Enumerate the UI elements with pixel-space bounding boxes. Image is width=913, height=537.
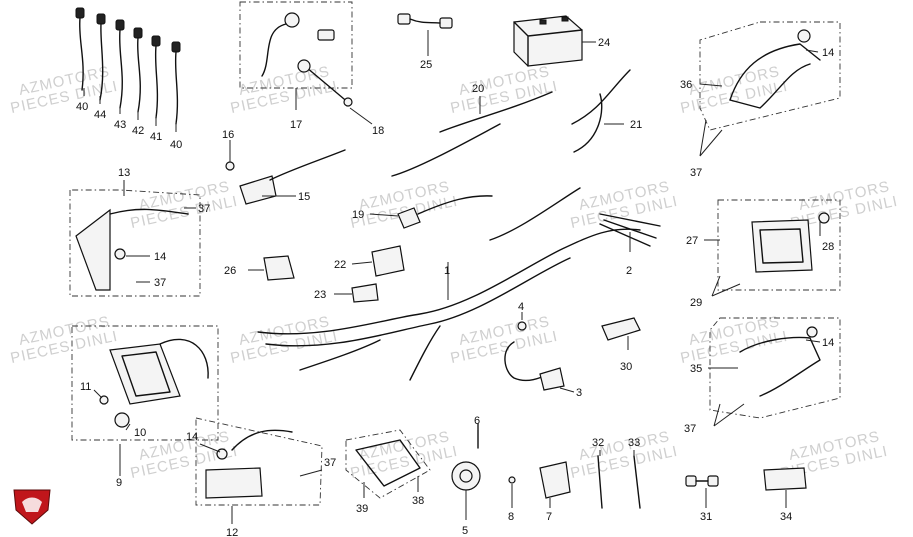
callout-label: 14 — [186, 431, 198, 443]
callout-label: 17 — [290, 119, 302, 131]
callout-label: 9 — [116, 477, 122, 489]
callout-label: 41 — [150, 131, 162, 143]
callout-label: 37 — [684, 423, 696, 435]
short-cable-part — [397, 13, 453, 29]
callout-label: 37 — [324, 457, 336, 469]
callout-label: 31 — [700, 511, 712, 523]
callout-label: 11 — [80, 381, 91, 393]
callout-label: 23 — [314, 289, 326, 301]
callout-label: 37 — [198, 203, 210, 215]
group-box-13 — [69, 189, 201, 297]
callout-label: 7 — [546, 511, 552, 523]
headlight-housing-part — [75, 208, 189, 291]
callout-label: 37 — [154, 277, 166, 289]
callout-numbers: 40 44 43 42 41 40 17 18 25 24 20 21 36 1… — [76, 37, 834, 537]
callout-label: 32 — [592, 437, 604, 449]
callout-label: 42 — [132, 125, 144, 137]
fuse-31-part — [685, 475, 719, 487]
cable-tie-33-part — [633, 455, 641, 509]
tail-lamp-part — [751, 212, 830, 273]
callout-label: 36 — [680, 79, 692, 91]
horn-part — [451, 423, 481, 491]
callout-label: 40 — [76, 101, 88, 113]
main-harness-part — [257, 187, 661, 381]
sensor-part — [504, 321, 565, 391]
group-box-38 — [345, 429, 431, 499]
callout-label: 25 — [420, 59, 432, 71]
callout-label: 2 — [626, 265, 632, 277]
group-box-9 — [71, 325, 219, 441]
callout-label: 34 — [780, 511, 792, 523]
callout-label: 22 — [334, 259, 346, 271]
parts-layer — [75, 7, 830, 509]
callout-label: 15 — [298, 191, 310, 203]
block-23-part — [351, 283, 379, 303]
leader-lines — [83, 30, 821, 524]
callout-label: 26 — [224, 265, 236, 277]
callout-label: 8 — [508, 511, 514, 523]
callout-label: 19 — [352, 209, 364, 221]
callout-label: 38 — [412, 495, 424, 507]
callout-label: 37 — [690, 167, 702, 179]
cable-tie-32-part — [597, 455, 603, 509]
callout-label: 33 — [628, 437, 640, 449]
switch-19-part — [397, 195, 493, 229]
callout-label: 16 — [222, 129, 234, 141]
bracket-38-part — [355, 439, 421, 487]
connector-pigtails — [75, 7, 181, 125]
callout-label: 27 — [686, 235, 698, 247]
callout-label: 20 — [472, 83, 484, 95]
callout-label: 10 — [134, 427, 146, 439]
callout-label: 21 — [630, 119, 642, 131]
group-box-27 — [717, 199, 841, 291]
callout-label: 12 — [226, 527, 238, 537]
callout-label: 14 — [822, 47, 834, 59]
callout-label: 30 — [620, 361, 632, 373]
cable-21-part — [571, 69, 631, 153]
clip-30-part — [601, 317, 641, 341]
callout-label: 43 — [114, 119, 126, 131]
grouping-boxes — [69, 1, 841, 506]
bracket-35-part — [739, 326, 821, 397]
azmotors-logo — [13, 489, 51, 525]
relay-26-part — [263, 255, 295, 281]
callout-label: 14 — [154, 251, 166, 263]
callout-label: 5 — [462, 525, 468, 537]
callout-label: 3 — [576, 387, 582, 399]
callout-label: 1 — [444, 265, 450, 277]
lamp-12-part — [205, 429, 293, 499]
group-box-17 — [239, 1, 353, 89]
callout-label: 39 — [356, 503, 368, 515]
callout-label: 40 — [170, 139, 182, 151]
flasher-part — [508, 461, 571, 499]
sleeve-34-part — [763, 467, 807, 491]
callout-label: 13 — [118, 167, 130, 179]
rear-light-bracket-part — [729, 29, 821, 109]
callout-label: 29 — [690, 297, 702, 309]
cable-20-part — [391, 91, 553, 177]
callout-label: 18 — [372, 125, 384, 137]
handlebar-switch-part — [225, 149, 346, 205]
callout-label: 35 — [690, 363, 702, 375]
headlight-part — [99, 338, 209, 428]
group-box-36 — [699, 21, 841, 131]
callout-label: 28 — [822, 241, 834, 253]
ignition-switch-part — [261, 12, 353, 107]
callout-label: 4 — [518, 301, 524, 313]
callout-label: 44 — [94, 109, 106, 121]
group-box-12 — [195, 417, 323, 506]
callout-label: 24 — [598, 37, 610, 49]
battery-part — [513, 15, 583, 67]
callout-label: 6 — [474, 415, 480, 427]
callout-label: 14 — [822, 337, 834, 349]
block-22-part — [371, 245, 405, 277]
